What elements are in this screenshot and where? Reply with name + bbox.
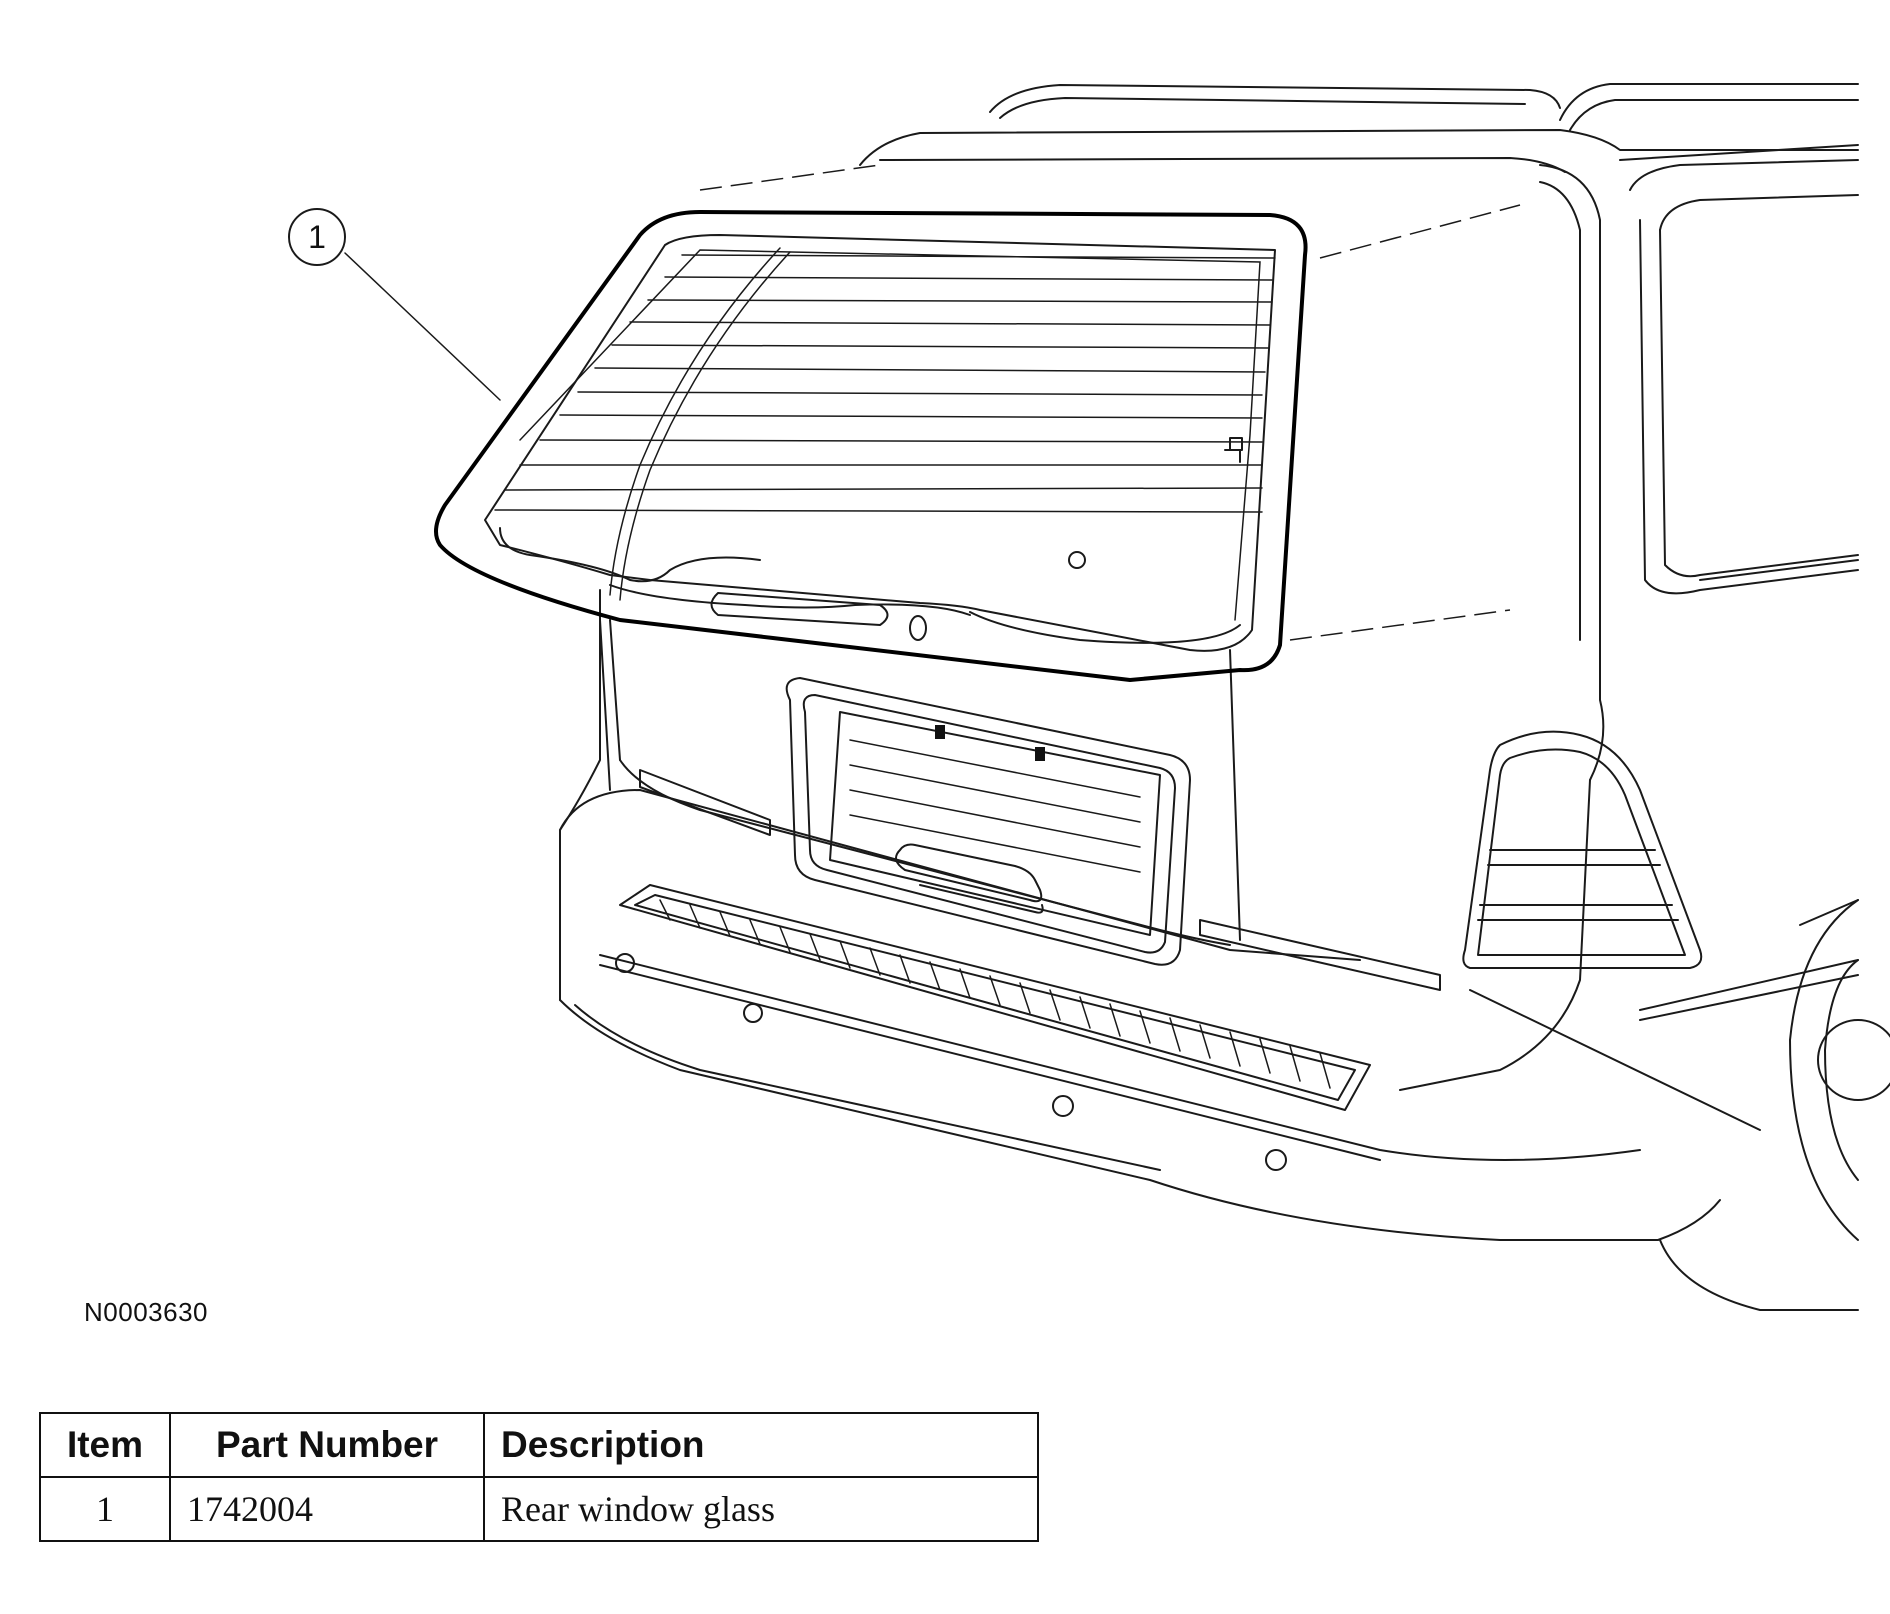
parts-table: Item Part Number Description 1 1742004 R…	[39, 1412, 1039, 1542]
cell-part-number: 1742004	[169, 1476, 485, 1542]
cell-description: Rear window glass	[483, 1476, 1039, 1542]
rear-window-glass	[436, 212, 1306, 680]
hidden-lines	[700, 165, 1520, 640]
table-header-row: Item Part Number Description	[39, 1412, 1039, 1478]
callout-1	[289, 209, 500, 400]
cell-item: 1	[39, 1476, 171, 1542]
callout-number: 1	[308, 219, 326, 255]
rear-window-glass-diagram	[0, 0, 1890, 1340]
table-row: 1 1742004 Rear window glass	[39, 1476, 1039, 1542]
figure-id: N0003630	[84, 1297, 208, 1327]
bumper-step-pad	[600, 885, 1640, 1170]
header-item: Item	[39, 1412, 171, 1478]
header-description: Description	[483, 1412, 1039, 1478]
vehicle-body	[560, 145, 1858, 1310]
liftgate	[600, 620, 1440, 990]
rear-wheel	[1790, 900, 1890, 1240]
license-plate-pocket	[787, 678, 1190, 965]
roof-rack	[860, 84, 1858, 172]
header-part-number: Part Number	[169, 1412, 485, 1478]
tail-lamp	[1463, 732, 1701, 968]
